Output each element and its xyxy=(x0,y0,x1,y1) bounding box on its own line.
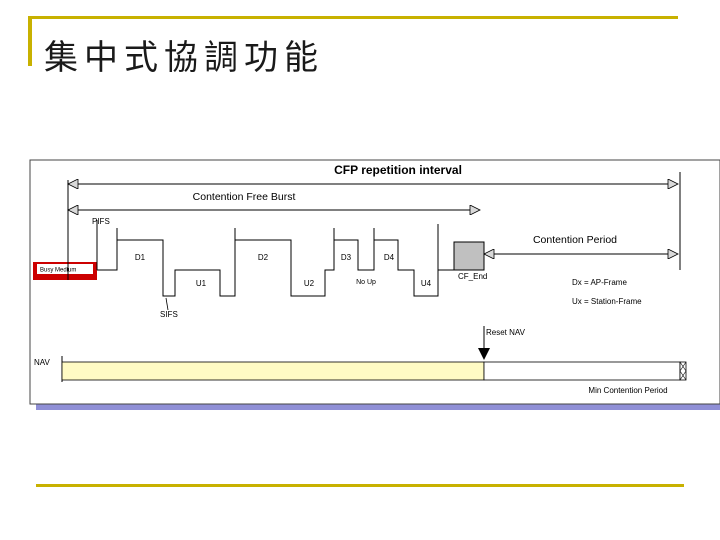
ux-legend: Ux = Station-Frame xyxy=(572,297,642,306)
d3-label: D3 xyxy=(341,253,352,262)
nav-end-block xyxy=(679,361,687,381)
u2-label: U2 xyxy=(304,279,315,288)
sifs-pointer xyxy=(165,297,169,311)
d2-label: D2 xyxy=(258,253,269,262)
busy-medium-inner xyxy=(37,264,93,274)
pifs-label: PIFS xyxy=(92,217,110,226)
contention-period-label: Contention Period xyxy=(533,234,617,246)
d1-label: D1 xyxy=(135,253,146,262)
reset-nav-label: Reset NAV xyxy=(486,328,526,337)
dx-legend: Dx = AP-Frame xyxy=(572,278,627,287)
min-contention-period-label: Min Contention Period xyxy=(588,386,667,395)
accent-top-line xyxy=(28,16,678,19)
cf-end-label: CF_End xyxy=(458,272,487,281)
busy-medium-label: Busy Medium xyxy=(40,268,76,274)
nav-bar xyxy=(61,361,485,381)
cfp-interval-label: CFP repetition interval xyxy=(334,163,462,177)
nav-remaining-bar xyxy=(483,361,681,381)
accent-vertical-line xyxy=(28,18,32,66)
contention-free-burst-label: Contention Free Burst xyxy=(193,191,296,203)
frame-sequence-line xyxy=(97,230,454,297)
no-up-label: No Up xyxy=(356,279,376,286)
u1-label: U1 xyxy=(196,279,207,288)
d4-label: D4 xyxy=(384,253,395,262)
sifs-label: SIFS xyxy=(160,310,178,319)
accent-bottom-line xyxy=(36,484,684,487)
nav-end-hatch-4 xyxy=(679,370,687,381)
nav-label: NAV xyxy=(34,358,51,367)
cf-end-block xyxy=(453,241,485,271)
slide-title: 集中式協調功能 xyxy=(44,38,324,78)
u4-label: U4 xyxy=(421,279,432,288)
nav-end-hatch-2 xyxy=(679,361,687,372)
reset-nav-arrowhead xyxy=(478,348,490,360)
